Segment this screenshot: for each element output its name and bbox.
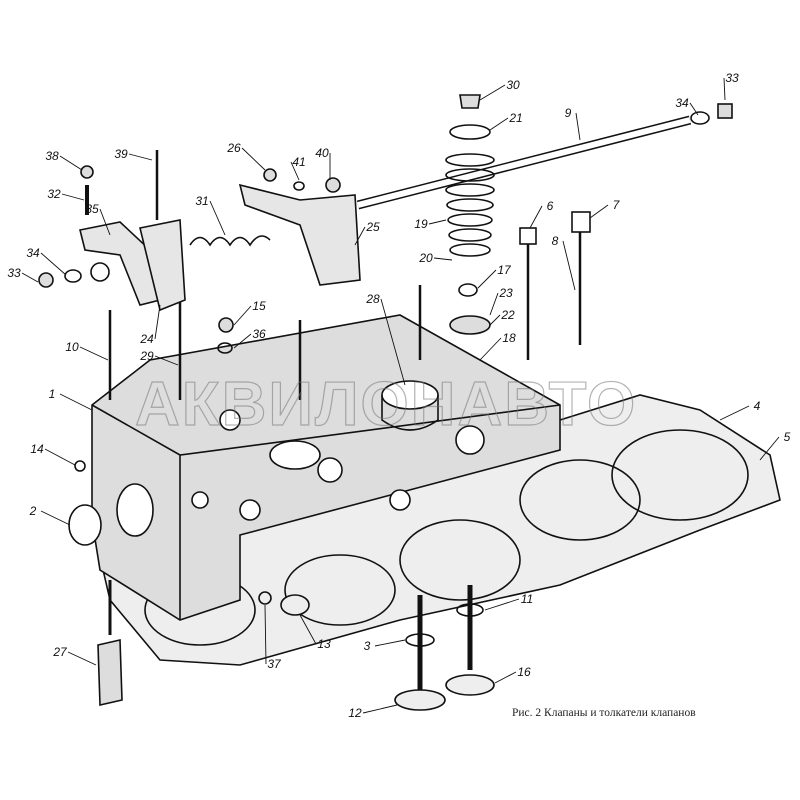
callout-37: 37 xyxy=(267,657,282,671)
callout-1: 1 xyxy=(49,387,56,401)
leader-line xyxy=(40,252,67,276)
leader-line xyxy=(21,272,39,283)
leader-line xyxy=(759,436,780,461)
valve-spring-19 xyxy=(445,153,495,257)
callout-34: 34 xyxy=(26,246,40,260)
leader-line xyxy=(154,355,179,366)
callout-6: 6 xyxy=(547,199,554,213)
callout-39: 39 xyxy=(114,147,128,161)
leader-line xyxy=(59,155,83,171)
callout-3: 3 xyxy=(364,639,371,653)
plug-2 xyxy=(68,504,102,546)
callout-31: 31 xyxy=(195,194,208,208)
callout-7: 7 xyxy=(613,198,621,212)
callout-18: 18 xyxy=(502,331,516,345)
leader-line xyxy=(479,337,502,361)
callout-26: 26 xyxy=(226,141,241,155)
callout-25: 25 xyxy=(365,220,380,234)
callout-9: 9 xyxy=(565,106,572,120)
leader-line xyxy=(489,292,499,316)
callout-10: 10 xyxy=(65,340,79,354)
callout-17: 17 xyxy=(497,263,512,277)
callout-19: 19 xyxy=(414,217,428,231)
callout-5: 5 xyxy=(784,430,791,444)
leader-line xyxy=(489,117,509,131)
callout-14: 14 xyxy=(30,442,44,456)
callout-21: 21 xyxy=(508,111,522,125)
leader-line xyxy=(264,604,267,665)
callout-16: 16 xyxy=(517,665,531,679)
callout-8: 8 xyxy=(552,234,559,248)
leader-line xyxy=(494,671,517,684)
head-gasket xyxy=(94,394,781,666)
leader-line xyxy=(233,305,252,326)
leader-line xyxy=(484,598,520,611)
leader-line xyxy=(99,208,111,236)
leader-line xyxy=(233,333,252,349)
valves xyxy=(394,585,495,711)
callout-41: 41 xyxy=(292,155,305,169)
callout-2: 2 xyxy=(29,504,37,518)
callout-38: 38 xyxy=(45,149,59,163)
callout-11: 11 xyxy=(521,592,533,606)
leader-line xyxy=(44,448,76,466)
callout-23: 23 xyxy=(498,286,513,300)
leader-line xyxy=(575,112,581,141)
tappet-27 xyxy=(97,639,123,706)
leader-line xyxy=(374,639,406,647)
callout-22: 22 xyxy=(500,308,515,322)
leader-line xyxy=(241,147,266,171)
leader-line xyxy=(61,193,85,201)
leader-line xyxy=(428,219,447,225)
callout-30: 30 xyxy=(506,78,520,92)
leader-line xyxy=(362,704,398,714)
leader-line xyxy=(723,77,726,101)
callout-27: 27 xyxy=(52,645,68,659)
figure-caption: Рис. 2 Клапаны и толкатели клапанов xyxy=(512,707,696,719)
callout-36: 36 xyxy=(252,327,266,341)
leader-line xyxy=(529,205,543,229)
leader-line xyxy=(380,298,406,386)
watermark: АКВИЛОНАВТО xyxy=(135,370,637,439)
leader-line xyxy=(128,153,153,161)
leader-line xyxy=(59,393,93,411)
leader-line xyxy=(154,304,161,340)
leader-line xyxy=(562,240,576,291)
callout-4: 4 xyxy=(754,399,761,413)
leader-line xyxy=(433,257,453,261)
callout-33: 33 xyxy=(7,266,21,280)
callout-32: 32 xyxy=(47,187,61,201)
gasket-bores xyxy=(144,429,749,646)
leader-line xyxy=(477,269,497,289)
leader-line xyxy=(290,161,300,181)
callout-28: 28 xyxy=(365,292,380,306)
leader-line xyxy=(209,200,226,236)
callout-20: 20 xyxy=(418,251,433,265)
leader-line xyxy=(79,346,109,361)
rocker-spring-31 xyxy=(189,235,271,247)
callout-24: 24 xyxy=(139,332,154,346)
leader-line xyxy=(40,510,71,526)
leader-line xyxy=(489,314,501,326)
leader-line xyxy=(479,84,506,101)
callout-15: 15 xyxy=(252,299,266,313)
rocker-arm xyxy=(79,221,161,306)
callout-35: 35 xyxy=(85,202,99,216)
leader-line xyxy=(67,651,97,666)
callout-40: 40 xyxy=(315,146,329,160)
leader-line xyxy=(589,204,609,219)
leader-line xyxy=(299,614,317,645)
leader-line xyxy=(689,102,699,116)
callout-33: 33 xyxy=(725,71,739,85)
leader-line xyxy=(354,226,366,246)
callout-29: 29 xyxy=(139,349,154,363)
callout-12: 12 xyxy=(348,706,362,720)
callout-34: 34 xyxy=(675,96,689,110)
leader-line xyxy=(719,405,750,421)
callout-13: 13 xyxy=(317,637,331,651)
